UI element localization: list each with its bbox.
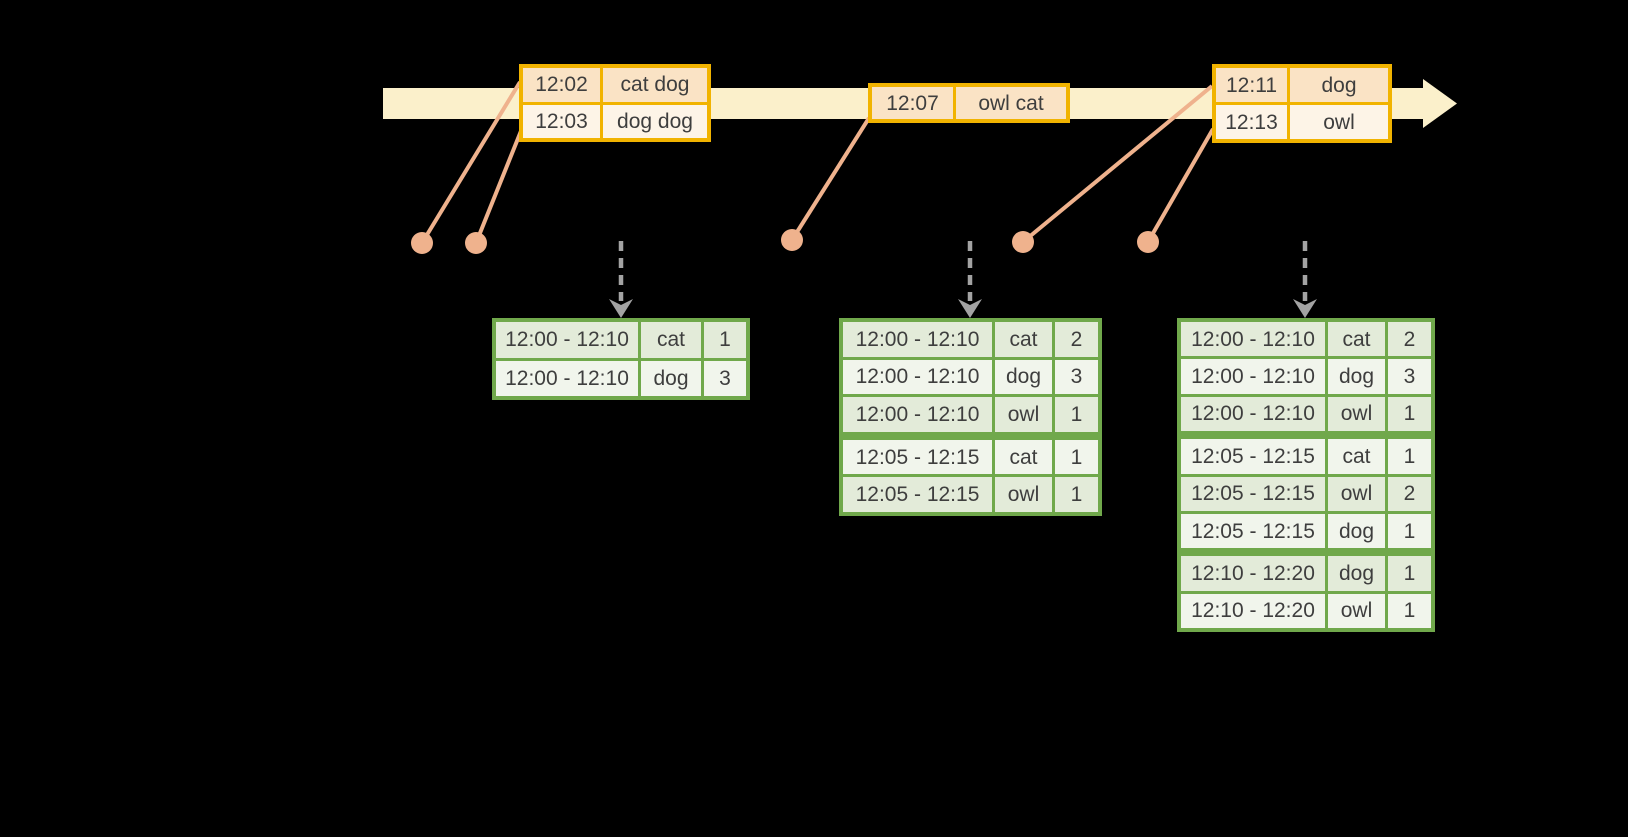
result-count: 1 (1388, 396, 1431, 432)
result-count: 1 (704, 322, 746, 358)
event-connector-line (474, 130, 523, 244)
result-window: 12:10 - 12:20 (1181, 593, 1325, 628)
result-word: owl (1328, 476, 1385, 511)
result-count: 2 (1388, 322, 1431, 357)
event-time: 12:11 (1216, 68, 1287, 102)
result-word: dog (641, 360, 701, 396)
result-word: cat (1328, 322, 1385, 357)
result-window: 12:00 - 12:10 (843, 322, 992, 357)
result-window: 12:05 - 12:15 (843, 439, 992, 475)
result-word: cat (641, 322, 701, 358)
timeline-arrowhead-icon (1423, 79, 1457, 128)
event-connector-line (790, 116, 871, 242)
event-time: 12:02 (523, 68, 600, 102)
result-word: owl (1328, 396, 1385, 432)
event-time: 12:03 (523, 104, 600, 138)
result-window: 12:00 - 12:10 (843, 397, 992, 432)
event-dot (1137, 231, 1159, 253)
result-window: 12:10 - 12:20 (1181, 556, 1325, 591)
event-dot (781, 229, 803, 251)
event-words: dog dog (603, 104, 707, 138)
event-connector-line (1146, 128, 1215, 243)
result-window: 12:00 - 12:10 (843, 359, 992, 395)
result-word: owl (1328, 593, 1385, 628)
result-count: 1 (1388, 439, 1431, 474)
result-word: owl (995, 477, 1052, 512)
result-count: 1 (1388, 513, 1431, 549)
result-window: 12:00 - 12:10 (496, 360, 638, 396)
result-word: cat (1328, 439, 1385, 474)
result-window: 12:05 - 12:15 (843, 477, 992, 512)
event-words: owl cat (956, 87, 1066, 119)
result-window: 12:05 - 12:15 (1181, 439, 1325, 474)
result-count: 1 (1055, 439, 1098, 475)
result-count: 3 (704, 360, 746, 396)
result-count: 3 (1388, 359, 1431, 394)
result-word: dog (1328, 556, 1385, 591)
trigger-arrow-head-icon (609, 299, 633, 318)
event-dot (465, 232, 487, 254)
result-window: 12:00 - 12:10 (1181, 322, 1325, 357)
result-count: 1 (1055, 397, 1098, 432)
result-word: cat (995, 439, 1052, 475)
result-word: cat (995, 322, 1052, 357)
result-window: 12:05 - 12:15 (1181, 513, 1325, 549)
event-dot (411, 232, 433, 254)
result-window: 12:00 - 12:10 (1181, 359, 1325, 394)
result-window: 12:00 - 12:10 (1181, 396, 1325, 432)
result-count: 3 (1055, 359, 1098, 395)
result-count: 2 (1055, 322, 1098, 357)
result-word: owl (995, 397, 1052, 432)
result-word: dog (995, 359, 1052, 395)
result-count: 1 (1388, 556, 1431, 591)
event-time: 12:13 (1216, 105, 1287, 139)
event-connector-line (1021, 84, 1214, 244)
result-word: dog (1328, 359, 1385, 394)
result-word: dog (1328, 513, 1385, 549)
result-count: 1 (1388, 593, 1431, 628)
event-words: owl (1290, 105, 1388, 139)
trigger-arrow-head-icon (958, 299, 982, 318)
event-time: 12:07 (872, 87, 953, 119)
event-words: cat dog (603, 68, 707, 102)
result-window: 12:00 - 12:10 (496, 322, 638, 358)
result-count: 2 (1388, 476, 1431, 511)
event-connector-line (420, 80, 522, 245)
event-dot (1012, 231, 1034, 253)
result-window: 12:05 - 12:15 (1181, 476, 1325, 511)
trigger-arrow-head-icon (1293, 299, 1317, 318)
event-words: dog (1290, 68, 1388, 102)
result-count: 1 (1055, 477, 1098, 512)
